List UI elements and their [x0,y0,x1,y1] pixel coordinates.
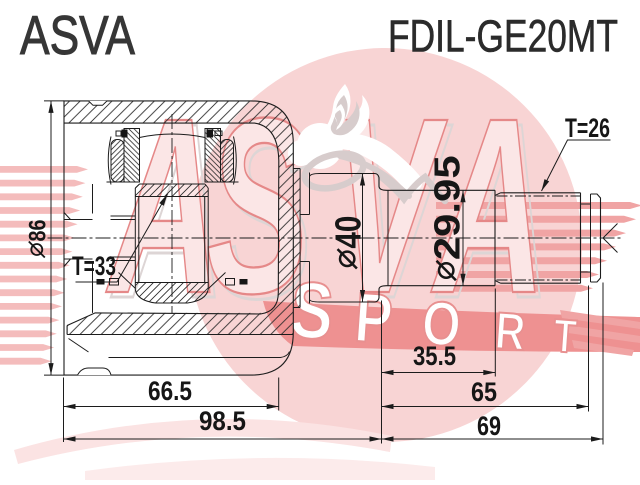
svg-text:40: 40 [327,216,368,249]
svg-text:FDIL-GE20MT: FDIL-GE20MT [388,11,618,62]
svg-text:T=26: T=26 [565,113,610,143]
svg-text:86: 86 [25,220,52,242]
svg-text:R: R [493,301,527,361]
svg-text:35.5: 35.5 [413,341,456,371]
svg-text:69: 69 [477,411,501,441]
svg-text:65: 65 [471,377,497,407]
svg-text:ASVA: ASVA [20,4,135,66]
svg-text:O: O [420,287,463,359]
svg-text:T: T [552,309,579,363]
svg-text:P: P [352,279,395,359]
svg-text:T=33: T=33 [72,251,116,281]
svg-text:A: A [430,67,546,346]
svg-text:S: S [287,265,336,357]
svg-text:66.5: 66.5 [148,376,192,406]
svg-text:29.95: 29.95 [426,155,467,260]
svg-text:A: A [435,72,551,351]
svg-text:98.5: 98.5 [199,406,246,436]
svg-text:V: V [333,67,448,346]
